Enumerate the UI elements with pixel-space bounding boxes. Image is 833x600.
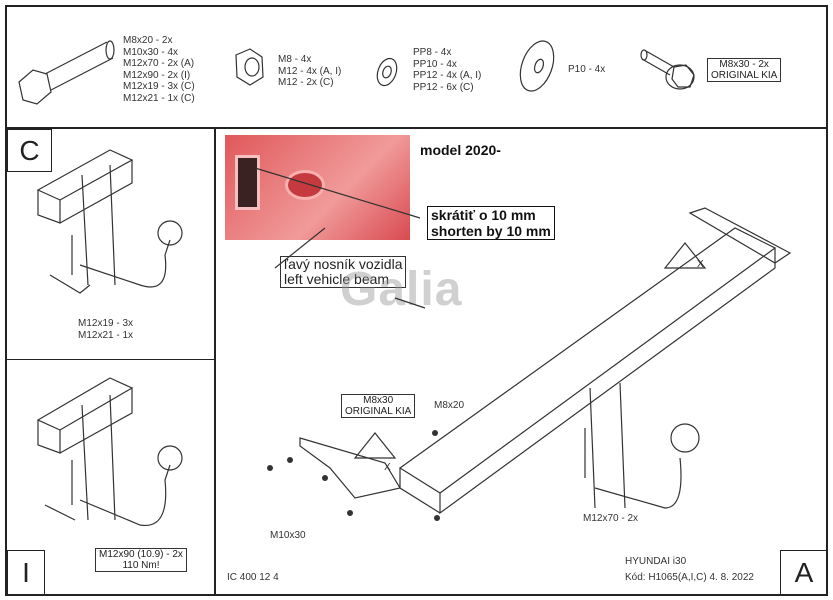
product-code: Kód: H1065(A,I,C) 4. 8. 2022 bbox=[625, 572, 754, 583]
shorten-note: skrátiť o 10 mm shorten by 10 mm bbox=[427, 206, 555, 240]
galia-logo: Galia bbox=[340, 263, 463, 316]
label-line: M8x30 - 2x bbox=[719, 59, 769, 70]
panel-letter-a: A bbox=[780, 550, 828, 596]
x-mark: X bbox=[697, 259, 704, 270]
m12x70-label: M12x70 - 2x bbox=[583, 513, 639, 524]
x-mark: X bbox=[384, 462, 391, 473]
label-line: ORIGINAL KIA bbox=[711, 70, 778, 81]
bolt-list: M8x20 - 2x M10x30 - 4x M12x70 - 2x (A) M… bbox=[123, 35, 195, 104]
tube bbox=[285, 170, 325, 200]
bolt-icon bbox=[18, 40, 115, 105]
label-line: ľavý nosník vozidla bbox=[284, 256, 403, 272]
m8x30-label: M8x30 ORIGINAL KIA bbox=[341, 394, 416, 418]
nut-icon bbox=[235, 48, 264, 86]
washer-item: PP12 - 4x (A, I) bbox=[413, 70, 482, 81]
drawing-frame bbox=[5, 5, 828, 596]
label-line: skrátiť o 10 mm bbox=[431, 207, 536, 223]
bolt-item: M12x19 - 3x (C) bbox=[123, 81, 195, 92]
label-line: left vehicle beam bbox=[284, 271, 390, 287]
drawing-number: IC 400 12 4 bbox=[227, 572, 279, 583]
nut-item: M12 - 2x (C) bbox=[278, 77, 334, 88]
label-line: 110 Nm! bbox=[122, 560, 160, 571]
panel-i-labels: M12x90 (10.9) - 2x 110 Nm! bbox=[95, 548, 187, 572]
divider bbox=[214, 127, 216, 596]
big-washer-label: P10 - 4x bbox=[568, 64, 606, 75]
label-line: ORIGINAL KIA bbox=[345, 406, 412, 417]
nut-list: M8 - 4x M12 - 4x (A, I) M12 - 2x (C) bbox=[278, 54, 341, 89]
m8x20-label: M8x20 bbox=[434, 400, 465, 411]
washer-item: PP8 - 4x bbox=[413, 47, 452, 58]
big-washer-icon bbox=[519, 40, 555, 92]
beam-opening bbox=[235, 155, 260, 210]
panel-c-labels: M12x19 - 3x M12x21 - 1x bbox=[78, 318, 133, 341]
panel-letter-i: I bbox=[7, 550, 45, 595]
towbar-detail-i bbox=[36, 377, 183, 527]
panel-letter-c: C bbox=[7, 129, 52, 172]
label-line: M12x21 - 1x bbox=[78, 329, 134, 341]
bolt-item: M8x20 - 2x bbox=[123, 35, 173, 46]
divider bbox=[5, 359, 215, 360]
divider bbox=[5, 127, 828, 129]
m10x30-label: M10x30 bbox=[270, 530, 306, 541]
label-line: M12x19 - 3x bbox=[78, 318, 134, 329]
washer-item: PP10 - 4x bbox=[413, 58, 457, 70]
vehicle-name: HYUNDAI i30 bbox=[625, 556, 687, 567]
washer-item: PP12 - 6x (C) bbox=[413, 81, 474, 93]
main-assembly-drawing bbox=[254, 167, 792, 521]
nut-item: M8 - 4x bbox=[278, 54, 312, 65]
washer-icon bbox=[376, 57, 398, 87]
flange-bolt-icon bbox=[640, 49, 695, 90]
label-line: M12x90 (10.9) - 2x bbox=[99, 549, 183, 560]
flange-bolt-label: M8x30 - 2x ORIGINAL KIA bbox=[707, 58, 782, 82]
beam-note: ľavý nosník vozidla left vehicle beam bbox=[280, 256, 407, 288]
towbar-detail-c bbox=[36, 149, 183, 294]
bolt-item: M12x90 - 2x (I) bbox=[123, 69, 191, 81]
bolt-item: M12x70 - 2x (A) bbox=[123, 58, 195, 69]
model-note: model 2020- bbox=[420, 142, 501, 158]
bolt-item: M12x21 - 1x (C) bbox=[123, 92, 195, 104]
label-line: M8x30 bbox=[363, 395, 394, 406]
washer-list: PP8 - 4x PP10 - 4x PP12 - 4x (A, I) PP12… bbox=[413, 47, 481, 93]
bolt-item: M10x30 - 4x bbox=[123, 46, 179, 58]
nut-item: M12 - 4x (A, I) bbox=[278, 65, 342, 77]
label-line: shorten by 10 mm bbox=[431, 223, 551, 239]
